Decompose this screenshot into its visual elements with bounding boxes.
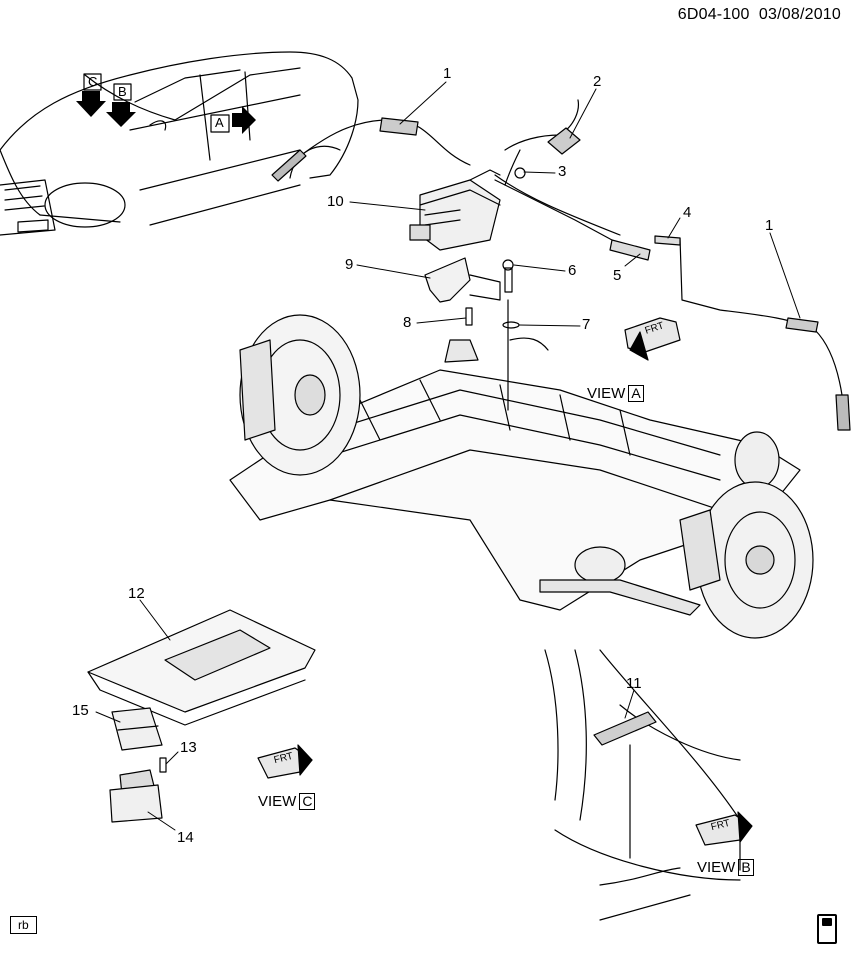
footer-tag: rb [10, 916, 37, 934]
washer-7 [502, 321, 520, 329]
callout-11: 11 [626, 675, 642, 692]
view-a-prefix: VIEW [587, 385, 626, 402]
leader-lines [95, 81, 801, 831]
view-a-label: VIEW A [587, 385, 644, 402]
view-arrow-a-box [210, 114, 230, 133]
right-brake-rotor [679, 481, 814, 639]
callout-1-front: 1 [443, 65, 452, 82]
diagram-id: 6D04-100 [677, 6, 750, 23]
view-c-letter: C [299, 793, 316, 810]
diagram-header: 6D04-100 03/08/2010 [678, 6, 841, 24]
view-arrow-c [76, 91, 106, 117]
rear-subframe [229, 337, 801, 616]
vehicle-outline [0, 51, 359, 236]
view-arrow-c-letter: C [88, 74, 98, 89]
view-arrow-a-letter: A [215, 115, 224, 130]
callout-9: 9 [345, 256, 354, 273]
callout-7: 7 [582, 316, 591, 333]
callout-8: 8 [403, 314, 412, 331]
callout-14: 14 [177, 829, 194, 846]
cable-adjuster-5 [609, 239, 651, 261]
view-arrow-c-box [83, 73, 102, 91]
callout-6: 6 [568, 262, 577, 279]
view-c-prefix: VIEW [258, 793, 297, 810]
cable-connector-4 [654, 235, 681, 246]
bolt-6 [504, 267, 513, 293]
view-arrow-b [106, 102, 136, 127]
view-arrow-a [232, 106, 256, 134]
front-arrow-view-b [695, 811, 753, 846]
view-arrow-b-letter: B [118, 84, 127, 99]
callout-12: 12 [128, 585, 145, 602]
brake-actuator-10 [409, 169, 501, 251]
view-b-prefix: VIEW [697, 859, 736, 876]
front-arrow-view-a [624, 317, 681, 361]
view-b-label: VIEW B [697, 859, 754, 876]
callout-2: 2 [593, 73, 602, 90]
callout-4: 4 [683, 204, 692, 221]
bracket-9 [424, 257, 501, 303]
callout-10: 10 [327, 193, 344, 210]
switch-14 [109, 769, 163, 823]
door-sill-area [544, 649, 741, 921]
plug-11 [593, 711, 657, 746]
view-b-letter: B [738, 859, 754, 876]
bolt-6-head [502, 259, 514, 271]
console-trim-12 [87, 609, 316, 726]
bolt-8 [465, 307, 473, 326]
callout-3: 3 [558, 163, 567, 180]
left-brake-assembly [239, 314, 361, 476]
callout-5: 5 [613, 267, 622, 284]
view-c-label: VIEW C [258, 793, 316, 810]
callout-13: 13 [180, 739, 197, 756]
callout-15: 15 [72, 702, 89, 719]
gm-spo-logo [817, 914, 837, 944]
view-arrow-b-box [113, 83, 132, 101]
screw-13 [159, 757, 167, 773]
callout-1-rear: 1 [765, 217, 774, 234]
front-cable [271, 117, 471, 182]
mount-bracket-15 [111, 707, 163, 751]
front-arrow-view-c [257, 744, 313, 779]
view-a-letter: A [628, 385, 644, 402]
rear-cable [679, 237, 851, 431]
diagram-date: 03/08/2010 [758, 6, 841, 23]
